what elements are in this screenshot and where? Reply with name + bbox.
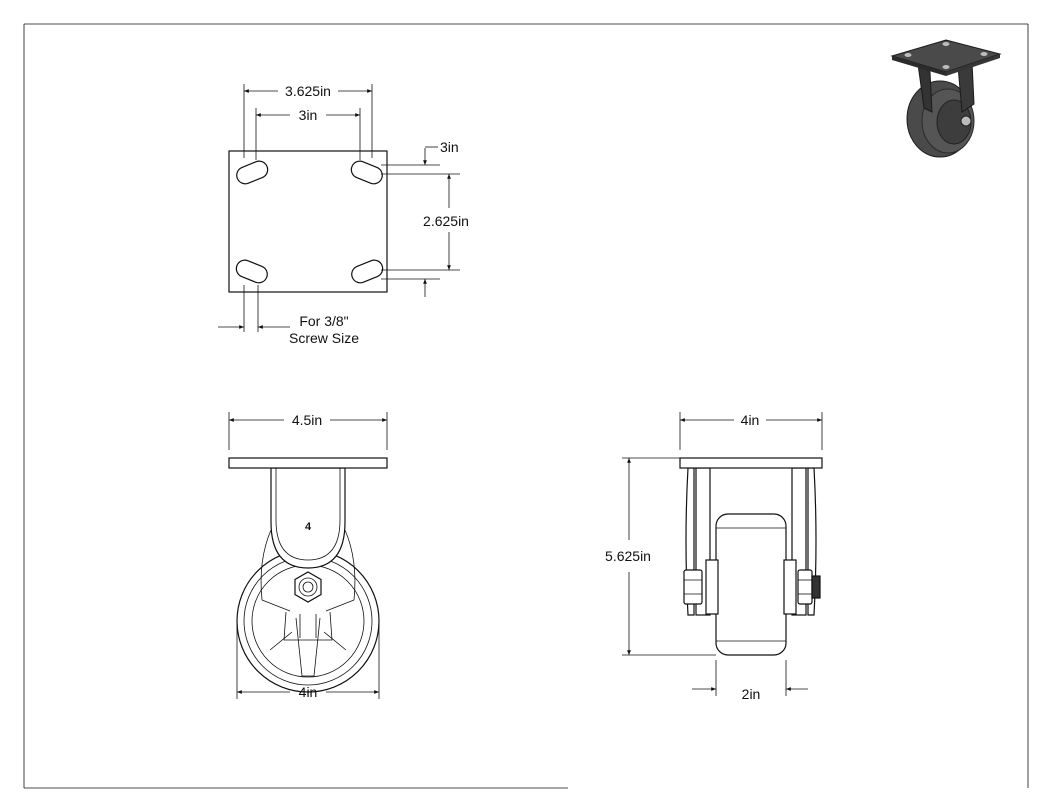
axle-bolt-side	[683, 569, 821, 605]
wheel-tread-side	[715, 513, 787, 656]
dimension-wheel-diameter: 4in	[236, 621, 380, 700]
mounting-plate-side	[679, 457, 823, 469]
screw-note-line-2: Screw Size	[289, 330, 359, 346]
dimension-wheel-width: 2in	[692, 660, 808, 702]
dimension-bolt-spacing-vertical: 2.625in	[381, 173, 469, 297]
front-view: 4.5in 4	[228, 412, 388, 700]
dim-label-2in: 2in	[742, 686, 761, 702]
screw-note-line-1: For 3/8"	[299, 313, 348, 329]
isometric-caster-render	[890, 39, 1002, 158]
dimension-bolt-spacing-inner: 3in	[255, 107, 361, 160]
side-view: 4in 5.625in	[605, 412, 823, 702]
dimension-plate-depth: 4in	[679, 412, 823, 450]
dimension-bolt-spacing-outer: 3.625in	[243, 83, 373, 158]
dim-label-4in-plate: 4in	[741, 412, 760, 428]
bolt-hole-top-left	[236, 160, 269, 185]
dim-label-4in-wheel: 4in	[299, 684, 318, 700]
wheel-tread-front	[236, 549, 380, 693]
axle-nut-front	[294, 571, 322, 603]
dim-label-4-5: 4.5in	[292, 412, 322, 428]
dim-label-3in-horizontal: 3in	[299, 107, 318, 123]
dimension-overall-height: 5.625in	[605, 457, 716, 656]
wheel-hub-front	[261, 599, 355, 677]
dimension-plate-width: 4.5in	[228, 412, 388, 450]
dimension-screw-size: For 3/8" Screw Size	[218, 285, 359, 346]
dim-label-5-625: 5.625in	[605, 548, 651, 564]
dim-label-3-625: 3.625in	[285, 83, 331, 99]
dim-label-2-625: 2.625in	[423, 213, 469, 229]
bolt-hole-bottom-left	[235, 259, 268, 284]
caster-fork-front	[270, 467, 346, 569]
wheel-size-marking: 4	[305, 521, 312, 533]
bolt-hole-top-right	[350, 160, 383, 185]
dimension-plate-offset: 3in	[381, 139, 460, 175]
bolt-hole-bottom-right	[351, 259, 384, 284]
mounting-plate-front	[228, 457, 388, 469]
drawing-border	[23, 23, 1029, 789]
dim-label-3in-vertical: 3in	[440, 139, 459, 155]
top-view: 3.625in 3in 3in 2.625in	[218, 83, 469, 346]
